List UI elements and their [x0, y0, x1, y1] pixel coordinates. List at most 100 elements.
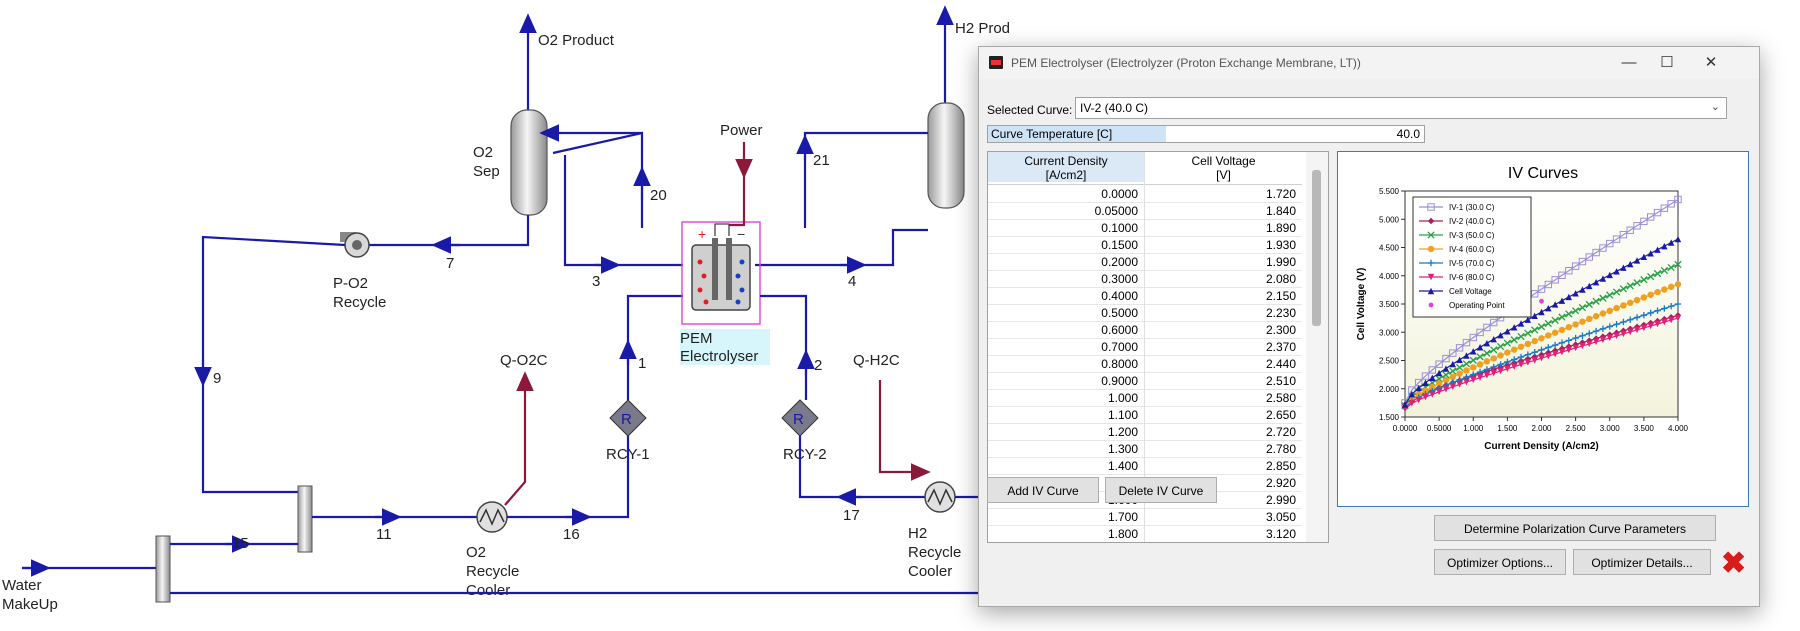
- current-density-cell[interactable]: 1.700: [1107, 510, 1138, 524]
- operating-point: [1539, 298, 1544, 304]
- h2-separator[interactable]: [927, 102, 965, 209]
- table-row[interactable]: 0.2000 1.990: [988, 253, 1302, 271]
- cell-voltage-cell[interactable]: 2.920: [1265, 476, 1296, 490]
- maximize-button[interactable]: ☐: [1660, 54, 1674, 71]
- current-density-header[interactable]: Current Density[A/cm2]: [988, 152, 1144, 182]
- cell-voltage-cell[interactable]: 1.930: [1265, 238, 1296, 252]
- current-density-cell[interactable]: 0.8000: [1101, 357, 1138, 371]
- cell-voltage-cell[interactable]: 2.850: [1265, 459, 1296, 473]
- curve-temperature-value[interactable]: 40.0: [1396, 127, 1420, 141]
- mixer-1[interactable]: [297, 485, 313, 553]
- current-density-cell[interactable]: 1.200: [1107, 425, 1138, 439]
- cell-voltage-header[interactable]: Cell Voltage[V]: [1191, 154, 1256, 182]
- table-row[interactable]: 0.6000 2.300: [988, 321, 1302, 339]
- current-density-cell[interactable]: 0.0000: [1101, 187, 1138, 201]
- stream-16[interactable]: [507, 435, 630, 519]
- delete-iv-curve-button[interactable]: Delete IV Curve: [1105, 477, 1217, 503]
- current-density-cell[interactable]: 1.100: [1107, 408, 1138, 422]
- table-row[interactable]: 1.300 2.780: [988, 440, 1302, 458]
- table-row[interactable]: 1.000 2.580: [988, 389, 1302, 407]
- mixer-2[interactable]: [155, 535, 171, 603]
- cell-voltage-cell[interactable]: 2.230: [1265, 306, 1296, 320]
- current-density-cell[interactable]: 1.800: [1107, 527, 1138, 541]
- table-row[interactable]: 1.800 3.120: [988, 525, 1302, 542]
- add-iv-curve-button[interactable]: Add IV Curve: [987, 477, 1099, 503]
- stream-4[interactable]: [755, 228, 928, 267]
- current-density-cell[interactable]: 0.1500: [1101, 238, 1138, 252]
- current-density-cell[interactable]: 0.6000: [1101, 323, 1138, 337]
- current-density-cell[interactable]: 0.5000: [1101, 306, 1138, 320]
- cell-voltage-cell[interactable]: 2.780: [1265, 442, 1296, 456]
- current-density-cell[interactable]: 0.7000: [1101, 340, 1138, 354]
- stream-7[interactable]: [365, 215, 530, 247]
- stream-9[interactable]: [201, 235, 346, 494]
- stream-17[interactable]: [798, 436, 925, 499]
- series-point-6: [1524, 359, 1532, 366]
- o2-separator[interactable]: [510, 109, 548, 216]
- cell-voltage-cell[interactable]: 1.890: [1265, 221, 1296, 235]
- scrollbar-thumb[interactable]: [1312, 170, 1321, 326]
- table-row[interactable]: 0.05000 1.840: [988, 202, 1302, 220]
- selected-curve-dropdown[interactable]: IV-2 (40.0 C) ⌄: [1075, 97, 1727, 119]
- table-row[interactable]: 0.4000 2.150: [988, 287, 1302, 305]
- stream-3[interactable]: [563, 155, 683, 267]
- cell-voltage-cell[interactable]: 2.510: [1265, 374, 1296, 388]
- dialog-titlebar[interactable]: PEM Electrolyser (Electrolyzer (Proton E…: [979, 47, 1759, 79]
- cell-voltage-cell[interactable]: 2.440: [1265, 357, 1296, 371]
- table-row[interactable]: 0.1500 1.930: [988, 236, 1302, 254]
- table-row[interactable]: 0.9000 2.510: [988, 372, 1302, 390]
- table-row[interactable]: 1.100 2.650: [988, 406, 1302, 424]
- cell-voltage-cell[interactable]: 3.120: [1265, 527, 1296, 541]
- stream-20[interactable]: [552, 131, 644, 228]
- table-row[interactable]: 0.0000 1.720: [988, 185, 1302, 203]
- pem-electrolyser[interactable]: + −: [691, 223, 751, 311]
- table-row[interactable]: 0.8000 2.440: [988, 355, 1302, 373]
- cell-voltage-cell[interactable]: 2.990: [1265, 493, 1296, 507]
- stream-1[interactable]: [626, 294, 683, 400]
- optimizer-options-button[interactable]: Optimizer Options...: [1434, 549, 1566, 575]
- rcy-2-recycle-block[interactable]: R: [781, 399, 819, 437]
- current-density-cell[interactable]: 0.1000: [1101, 221, 1138, 235]
- current-density-cell[interactable]: 1.400: [1107, 459, 1138, 473]
- optimizer-details-button[interactable]: Optimizer Details...: [1573, 549, 1711, 575]
- q-o2c-energy-stream[interactable]: [504, 371, 534, 506]
- table-row[interactable]: 1.200 2.720: [988, 423, 1302, 441]
- curve-temperature-row[interactable]: Curve Temperature [C] 40.0: [987, 125, 1425, 143]
- cell-voltage-cell[interactable]: 2.150: [1265, 289, 1296, 303]
- cell-voltage-cell[interactable]: 1.990: [1265, 255, 1296, 269]
- cell-voltage-cell[interactable]: 3.050: [1265, 510, 1296, 524]
- cell-voltage-cell[interactable]: 1.840: [1265, 204, 1296, 218]
- current-density-cell[interactable]: 0.9000: [1101, 374, 1138, 388]
- q-h2c-energy-stream[interactable]: [878, 380, 931, 481]
- table-row[interactable]: 0.3000 2.080: [988, 270, 1302, 288]
- pem-electrolyser-dialog[interactable]: PEM Electrolyser (Electrolyzer (Proton E…: [978, 46, 1760, 607]
- h2-recycle-cooler[interactable]: [924, 481, 956, 513]
- cell-voltage-cell[interactable]: 1.720: [1265, 187, 1296, 201]
- cell-voltage-cell[interactable]: 2.580: [1265, 391, 1296, 405]
- cell-voltage-cell[interactable]: 2.080: [1265, 272, 1296, 286]
- table-row[interactable]: 0.7000 2.370: [988, 338, 1302, 356]
- current-density-cell[interactable]: 0.05000: [1094, 204, 1138, 218]
- rcy-1-recycle-block[interactable]: R: [609, 399, 647, 437]
- current-density-cell[interactable]: 0.4000: [1101, 289, 1138, 303]
- table-row[interactable]: 1.400 2.850: [988, 457, 1302, 475]
- current-density-cell[interactable]: 0.2000: [1101, 255, 1138, 269]
- cell-voltage-cell[interactable]: 2.300: [1265, 323, 1296, 337]
- determine-polarization-button[interactable]: Determine Polarization Curve Parameters: [1434, 515, 1716, 541]
- minimize-button[interactable]: —: [1621, 54, 1637, 71]
- table-row[interactable]: 0.1000 1.890: [988, 219, 1302, 237]
- o2-recycle-cooler[interactable]: [476, 501, 508, 533]
- close-button[interactable]: ✕: [1704, 54, 1718, 71]
- grid-scrollbar[interactable]: [1306, 152, 1328, 542]
- table-row[interactable]: 0.5000 2.230: [988, 304, 1302, 322]
- cell-voltage-cell[interactable]: 2.720: [1265, 425, 1296, 439]
- table-row[interactable]: 1.700 3.050: [988, 508, 1302, 526]
- current-density-cell[interactable]: 0.3000: [1101, 272, 1138, 286]
- current-density-cell[interactable]: 1.300: [1107, 442, 1138, 456]
- cell-voltage-cell[interactable]: 2.370: [1265, 340, 1296, 354]
- delete-x-icon[interactable]: ✖: [1721, 547, 1747, 580]
- cell-voltage-cell[interactable]: 2.650: [1265, 408, 1296, 422]
- current-density-cell[interactable]: 1.000: [1107, 391, 1138, 405]
- stream-21[interactable]: [803, 131, 928, 228]
